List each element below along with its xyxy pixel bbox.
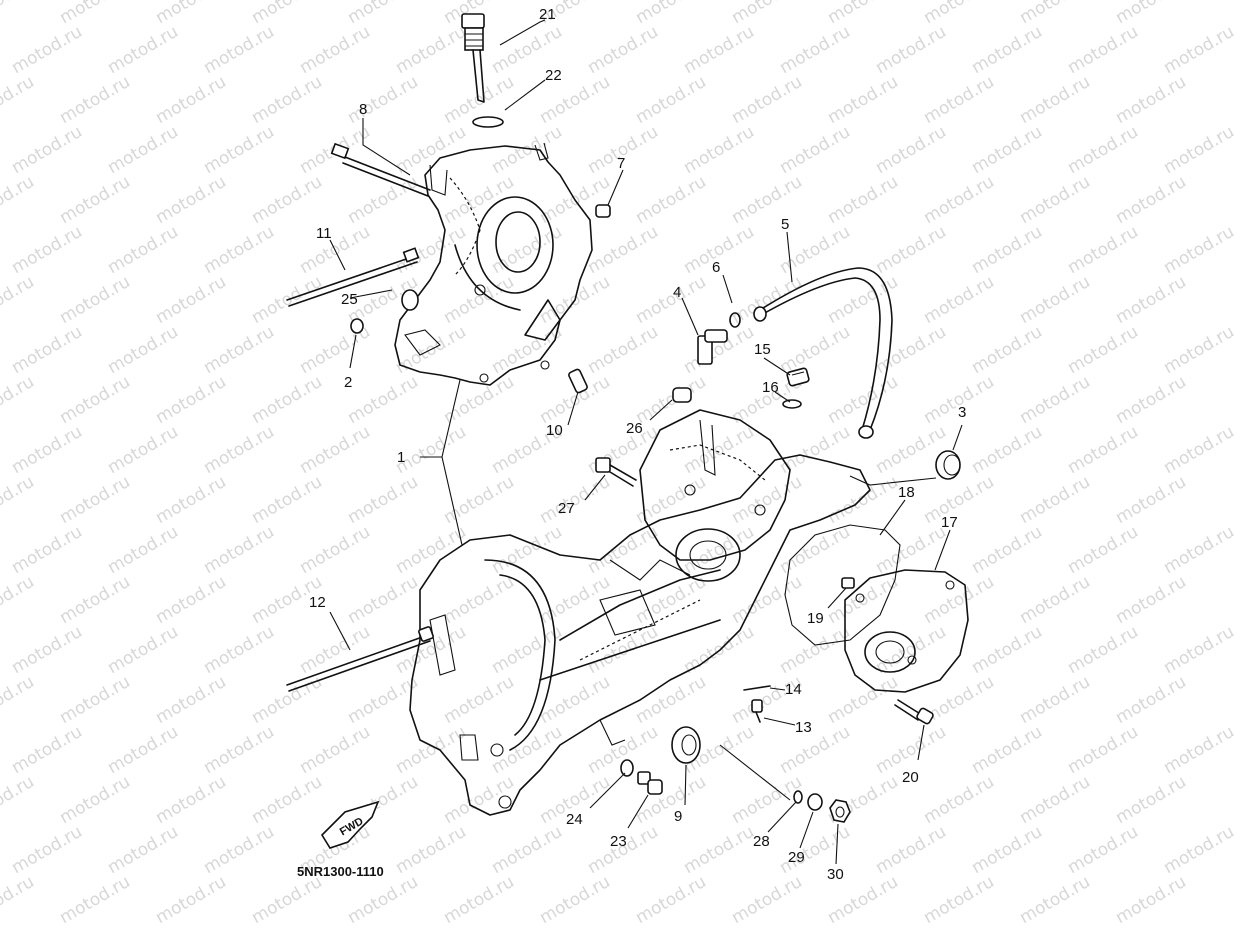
clip-6	[729, 312, 741, 328]
plug-26	[672, 387, 692, 403]
diagram-code: 5NR1300-1110	[297, 864, 384, 879]
part-label-4: 4	[673, 284, 681, 301]
part-label-10: 10	[546, 422, 563, 439]
part-label-20: 20	[902, 769, 919, 786]
washer-29	[807, 793, 823, 811]
part-label-16: 16	[762, 379, 779, 396]
bolt-20	[894, 699, 934, 725]
elbow-fitting-4	[697, 329, 728, 365]
bolt-23	[637, 771, 663, 795]
cover-17	[844, 569, 969, 693]
part-label-5: 5	[781, 216, 789, 233]
nut-30	[829, 799, 851, 823]
part-label-25: 25	[341, 291, 358, 308]
leader-lines	[329, 19, 963, 865]
part-label-23: 23	[610, 833, 627, 850]
drain-plug-15	[786, 367, 810, 387]
crankcase-flange	[639, 409, 791, 561]
dowel-2	[350, 318, 364, 334]
part-label-7: 7	[617, 155, 625, 172]
washer-24	[620, 759, 634, 777]
part-label-1: 1	[397, 449, 405, 466]
part-label-9: 9	[674, 808, 682, 825]
bolt-11	[286, 247, 420, 307]
bolt-12	[286, 626, 434, 692]
washer-25	[401, 289, 419, 311]
part-labels: 21 22 8 7 11 5 6 4 25 15 2 16 3 10 26 1 …	[309, 6, 966, 883]
dowel-19	[841, 577, 855, 589]
dowel-10	[568, 368, 588, 394]
part-label-28: 28	[753, 833, 770, 850]
bolt-27	[595, 457, 637, 487]
part-label-29: 29	[788, 849, 805, 866]
o-ring-22	[472, 116, 504, 128]
part-label-6: 6	[712, 259, 720, 276]
bolt-13	[751, 699, 763, 723]
bolt-8	[330, 142, 431, 197]
part-label-2: 2	[344, 374, 352, 391]
part-label-24: 24	[566, 811, 583, 828]
crankcase-left-half	[394, 142, 593, 386]
part-label-11: 11	[316, 225, 332, 242]
gasket-18	[784, 524, 901, 646]
fwd-arrow-icon: FWD	[320, 800, 380, 849]
part-label-8: 8	[359, 101, 367, 118]
pin-14	[743, 685, 771, 691]
part-label-27: 27	[558, 500, 575, 517]
part-label-18: 18	[898, 484, 915, 501]
washer-16	[782, 399, 802, 409]
part-label-12: 12	[309, 594, 326, 611]
part-label-15: 15	[754, 341, 771, 358]
clip-28	[793, 790, 803, 804]
bushing-3	[935, 450, 961, 480]
part-label-22: 22	[545, 67, 562, 84]
part-label-26: 26	[626, 420, 643, 437]
part-label-30: 30	[827, 866, 844, 883]
part-label-17: 17	[941, 514, 958, 531]
part-label-21: 21	[539, 6, 556, 23]
crankcase-right-half	[409, 454, 871, 816]
part-label-3: 3	[958, 404, 966, 421]
part-label-14: 14	[785, 681, 802, 698]
breather-hose-5	[753, 267, 893, 439]
part-label-19: 19	[807, 610, 824, 627]
dowel-7	[595, 204, 611, 218]
part-label-13: 13	[795, 719, 812, 736]
oil-filler-plug	[461, 13, 485, 103]
oil-seal-9	[671, 726, 701, 764]
